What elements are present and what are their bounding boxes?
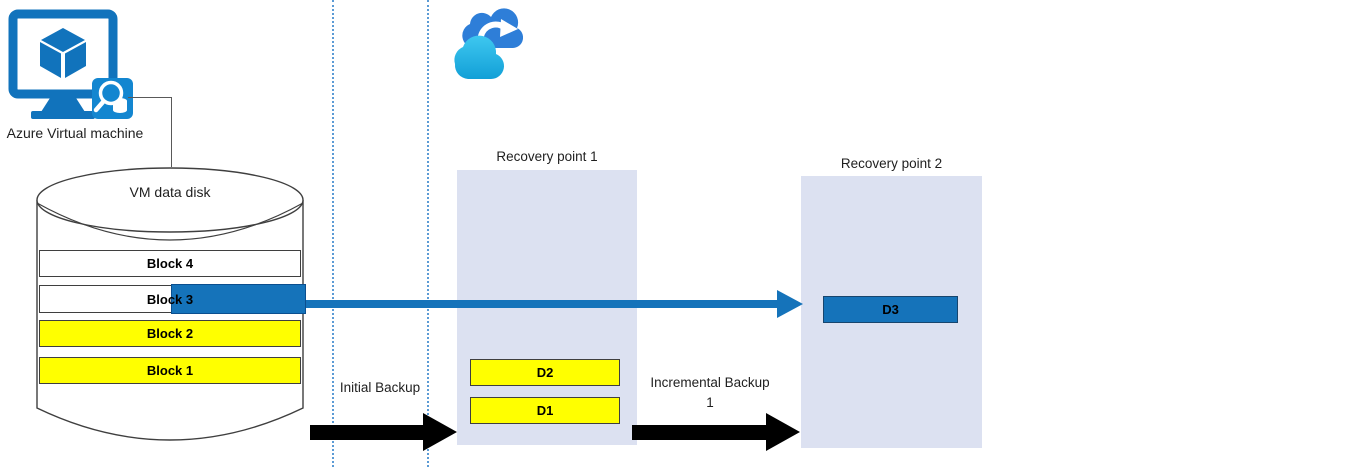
- disk-block-3-label: Block 3: [146, 291, 194, 307]
- dotted-divider-right: [427, 0, 429, 467]
- disk-block-1: Block 1: [39, 357, 301, 384]
- recovery-point-2-title: Recovery point 2: [840, 156, 943, 171]
- backup-data-d1: D1: [470, 397, 620, 424]
- disk-title: VM data disk: [129, 184, 211, 200]
- vm-label: Azure Virtual machine: [6, 125, 144, 141]
- backup-data-d2: D2: [470, 359, 620, 386]
- backup-data-d3: D3: [823, 296, 958, 323]
- connector-horizontal: [128, 97, 172, 98]
- dotted-divider-left: [332, 0, 334, 467]
- backup-data-d1-label: D1: [536, 403, 554, 418]
- block3-to-d3-arrow-head: [777, 290, 803, 318]
- incremental-backup-label: Incremental Backup 1: [650, 375, 770, 410]
- disk-block-3-changed-highlight: [171, 284, 306, 314]
- incremental-backup-arrow-shaft: [632, 425, 767, 440]
- backup-data-d3-label: D3: [882, 302, 899, 317]
- backup-data-d2-label: D2: [536, 365, 554, 380]
- initial-backup-arrow-shaft: [310, 425, 424, 440]
- block3-to-d3-arrow-shaft: [302, 300, 779, 308]
- disk-block-3: Block 3: [39, 284, 306, 314]
- connector-vertical: [171, 97, 172, 167]
- azure-cloud-backup-icon: [454, 8, 523, 79]
- disk-inspect-badge-icon: [92, 78, 133, 119]
- disk-block-2-label: Block 2: [146, 326, 194, 341]
- disk-block-4: Block 4: [39, 250, 301, 277]
- incremental-backup-arrow-head: [766, 413, 800, 451]
- recovery-point-1-title: Recovery point 1: [496, 149, 598, 164]
- initial-backup-label: Initial Backup: [339, 380, 421, 395]
- disk-block-2: Block 2: [39, 320, 301, 347]
- azure-virtual-machine-icon: [8, 9, 133, 119]
- disk-block-1-label: Block 1: [146, 363, 194, 378]
- disk-block-4-label: Block 4: [146, 256, 194, 271]
- initial-backup-arrow-head: [423, 413, 457, 451]
